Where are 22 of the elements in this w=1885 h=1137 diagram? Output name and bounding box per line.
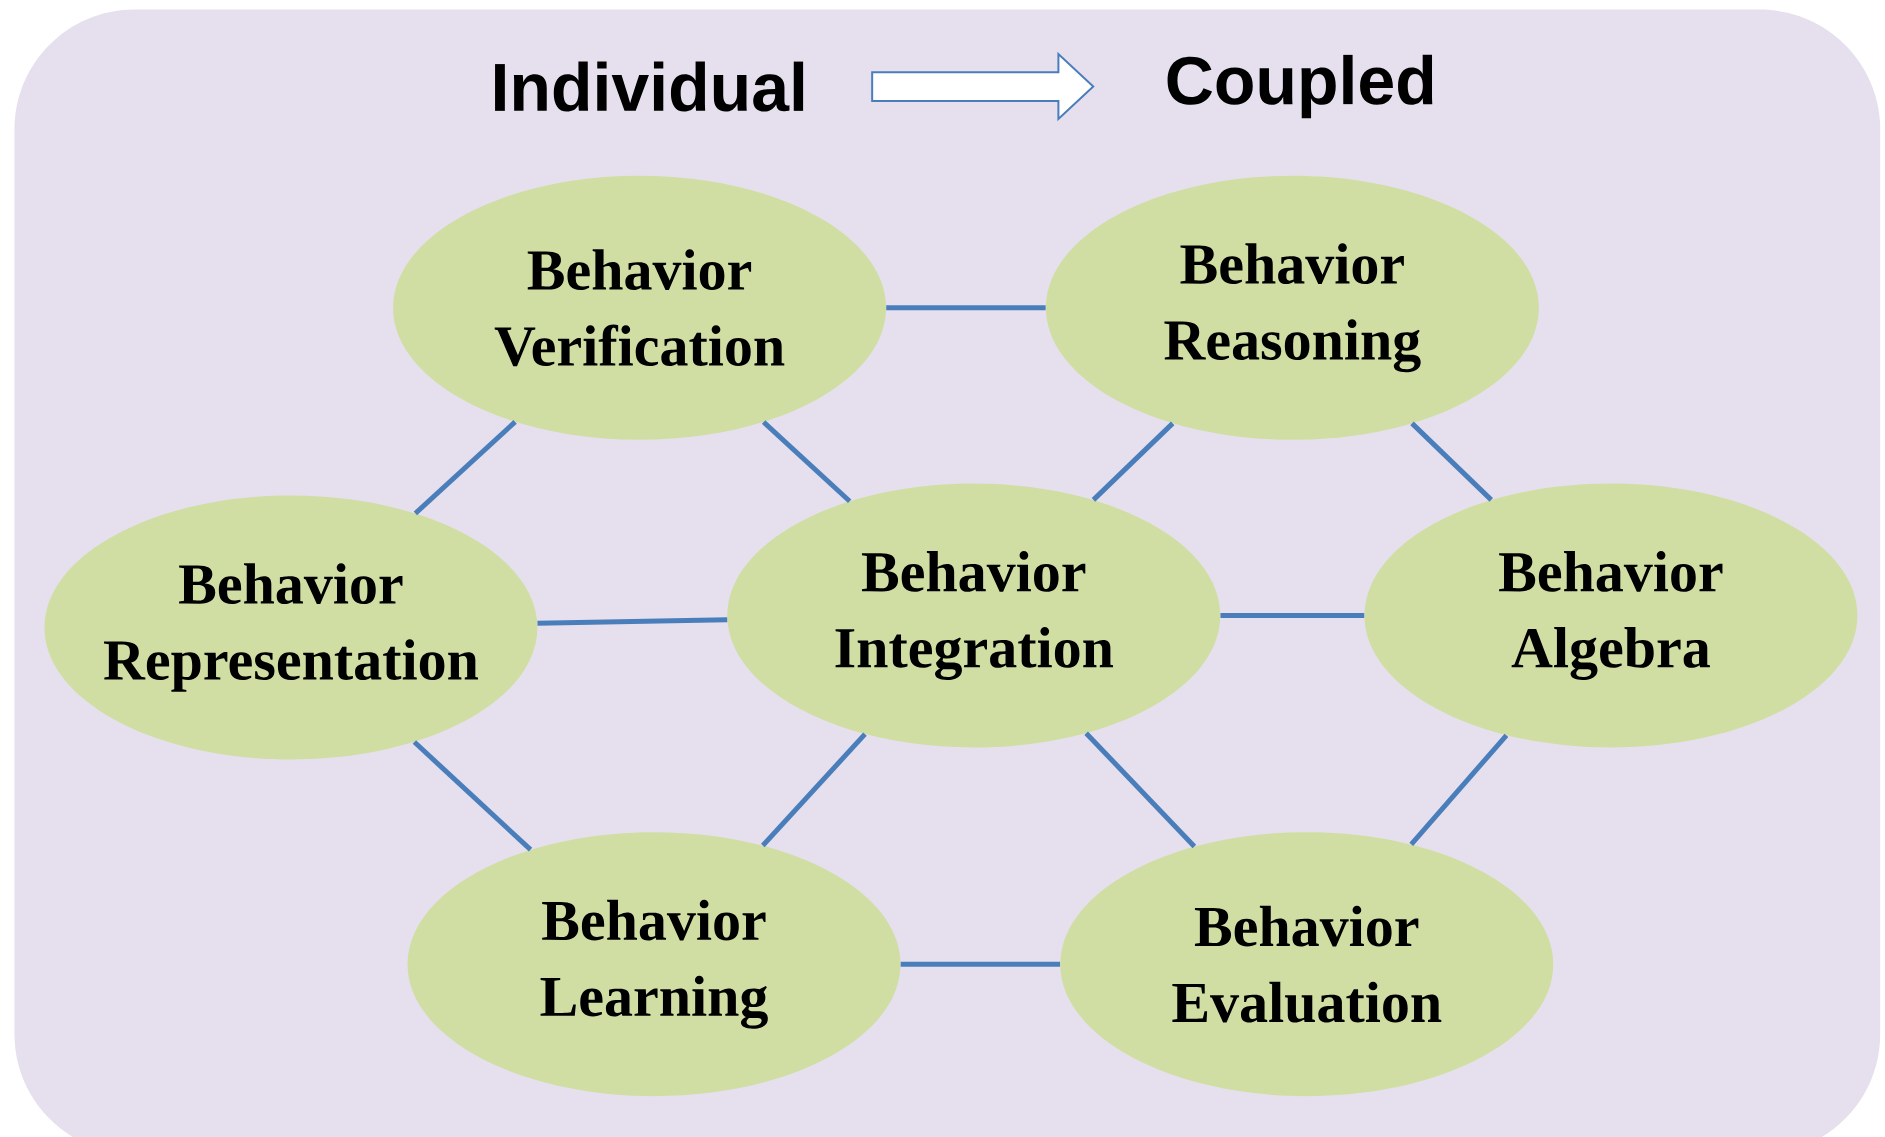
ellipse-node: Behavior Evaluation <box>1060 832 1554 1096</box>
connector-line <box>1091 421 1175 502</box>
ellipse-node: Behavior Learning <box>407 832 901 1096</box>
hollow-arrow <box>871 51 1095 122</box>
ellipse-node: Behavior Algebra <box>1364 483 1858 748</box>
ellipse-node: Behavior Representation <box>44 495 538 760</box>
connector-line <box>1410 421 1493 502</box>
connector-line <box>900 961 1061 967</box>
connector-line <box>1084 731 1197 849</box>
connector-line <box>760 732 867 848</box>
connector-line <box>1220 612 1365 618</box>
ellipse-node: Behavior Integration <box>727 483 1221 748</box>
heading-text: Individual <box>495 61 804 112</box>
ellipse-node: Behavior Verification <box>393 175 887 440</box>
connector-line <box>412 740 533 852</box>
ellipse-node: Behavior Reasoning <box>1045 175 1539 440</box>
heading-text: Coupled <box>1167 54 1433 119</box>
connector-line <box>537 617 728 626</box>
connector-line <box>886 305 1046 311</box>
connector-line <box>761 420 852 503</box>
connector-line <box>413 419 517 516</box>
connector-line <box>1409 733 1509 846</box>
